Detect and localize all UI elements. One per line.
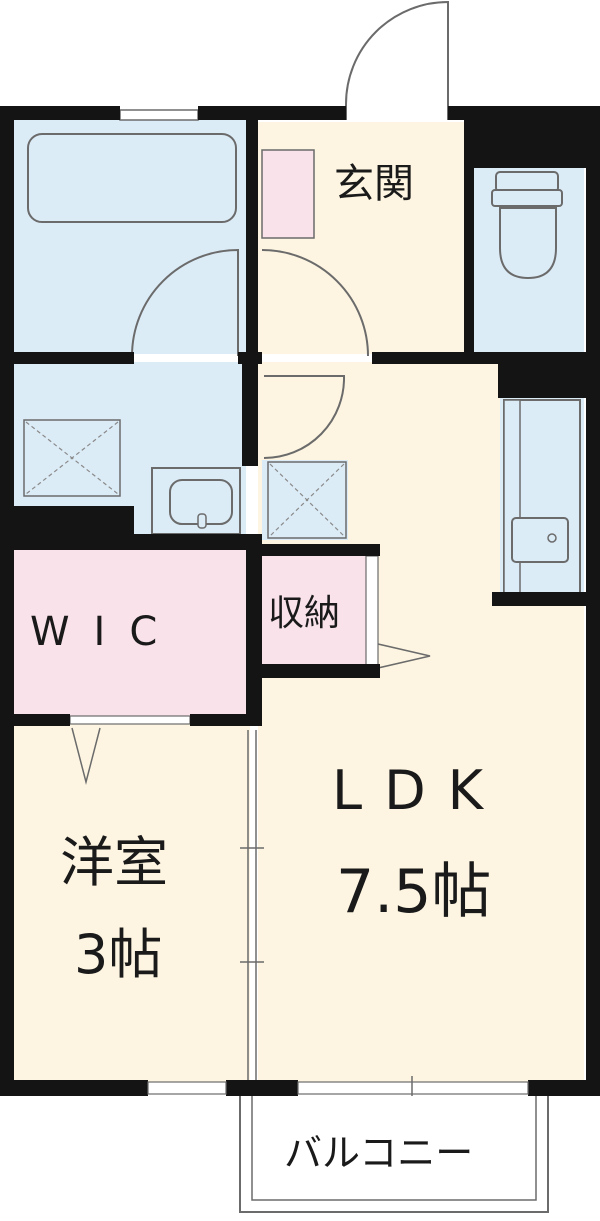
wic-area <box>14 550 246 716</box>
storage-opening <box>365 555 379 669</box>
bath-window <box>119 109 199 121</box>
storage-label: 収納 <box>268 593 341 634</box>
kitchen-backsplash <box>503 399 521 597</box>
ldk-size-label: 7.5帖 <box>336 857 492 927</box>
western-window <box>147 1081 227 1095</box>
kitchen-drain <box>547 533 557 543</box>
wash-door-swing <box>263 375 346 459</box>
ldk-label: LDK <box>332 759 506 822</box>
balcony-label: バルコニー <box>284 1131 474 1175</box>
ldk-window <box>297 1081 529 1095</box>
western-room-label: 洋室 <box>60 831 168 894</box>
western-room-area <box>14 722 250 1086</box>
storage-door-mark <box>377 643 431 669</box>
vanity-tap <box>197 513 207 529</box>
western-room-size-label: 3帖 <box>74 923 163 986</box>
toilet-bowl <box>499 207 557 280</box>
genkan-door-swing <box>261 249 369 357</box>
toilet-seat-back <box>491 189 563 207</box>
balcony-inner-outline <box>251 1096 537 1201</box>
bathtub <box>27 133 237 223</box>
shoe-box <box>261 149 315 239</box>
walls <box>0 106 600 1096</box>
storage-area <box>262 556 366 668</box>
kitchen-sink <box>511 517 569 563</box>
entry-door-swing <box>345 0 449 120</box>
wic-opening <box>69 715 191 725</box>
washer-pan-left-x <box>25 421 119 495</box>
bath-door-swing <box>131 248 239 357</box>
genkan-label: 玄関 <box>334 161 414 207</box>
washer-pan-hall-x <box>269 463 345 537</box>
balcony-outline <box>239 1096 549 1213</box>
wic-door-mark <box>71 727 101 785</box>
wic-label: WIC <box>30 609 182 655</box>
